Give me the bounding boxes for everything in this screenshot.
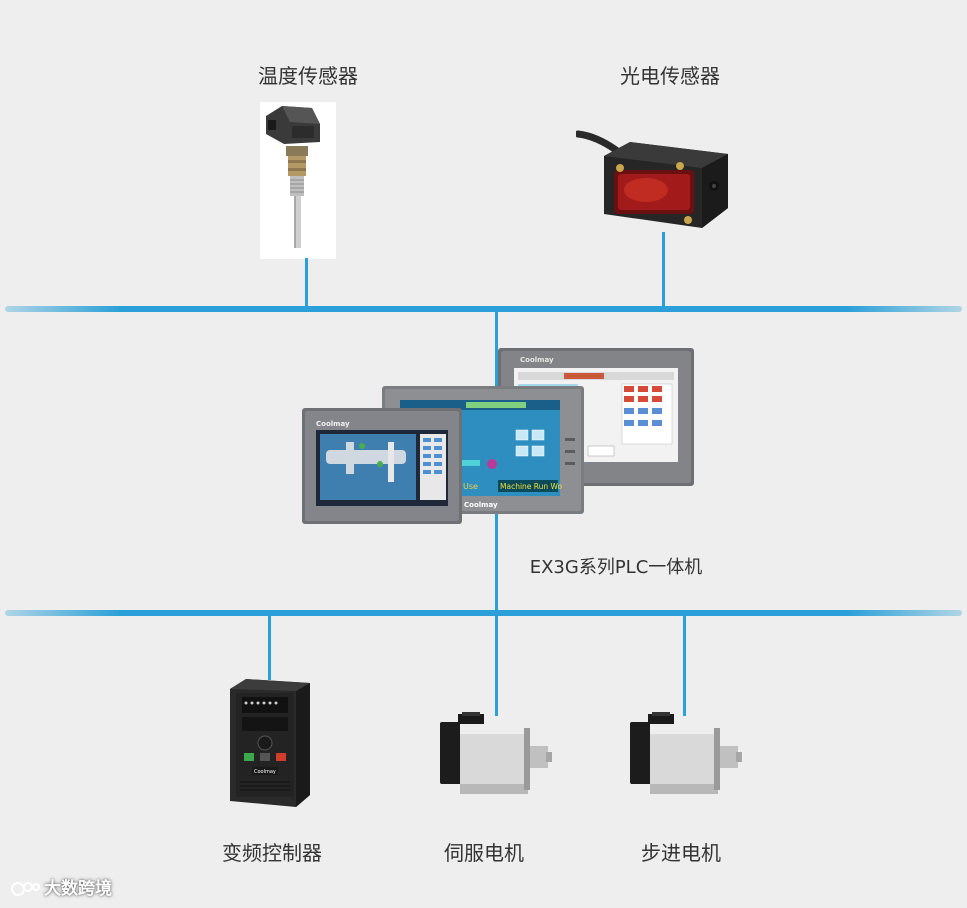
- lower-bus-line: [5, 610, 962, 616]
- back-panel-brand: Coolmay: [520, 356, 554, 364]
- photoelectric-sensor-image: [576, 130, 728, 228]
- inverter-brand: Coolmay: [254, 769, 276, 775]
- inverter-link: [268, 612, 271, 680]
- photo-sensor-link: [662, 232, 665, 308]
- servo-motor-image: [440, 712, 552, 794]
- plc-hmi-image: Coolmay 1234 1234 1234 1234 1234 1234 To…: [302, 348, 694, 524]
- watermark-logo-icon: [11, 882, 40, 896]
- inverter-label: 变频控制器: [222, 841, 322, 865]
- temp-sensor-label: 温度传感器: [258, 64, 358, 88]
- servo-link: [495, 612, 498, 716]
- photo-sensor-label: 光电传感器: [620, 64, 720, 88]
- temp-sensor-link: [305, 258, 308, 308]
- hmi-status-left: To Use: [451, 482, 478, 491]
- hmi-status-right: Machine Run Wo: [500, 482, 563, 491]
- front-panel-brand: Coolmay: [316, 420, 350, 428]
- stepper-motor-image: [630, 712, 742, 794]
- watermark-text: 大数跨境: [44, 879, 112, 899]
- servo-label: 伺服电机: [444, 841, 524, 865]
- upper-bus-line: [5, 306, 962, 312]
- stepper-link: [683, 612, 686, 716]
- temperature-sensor-image: [260, 102, 336, 259]
- inverter-image: Coolmay: [230, 679, 310, 807]
- stepper-label: 步进电机: [641, 841, 721, 865]
- plc-label: EX3G系列PLC一体机: [529, 557, 703, 578]
- watermark: 大数跨境: [10, 874, 112, 899]
- middle-panel-brand: Coolmay: [464, 501, 498, 509]
